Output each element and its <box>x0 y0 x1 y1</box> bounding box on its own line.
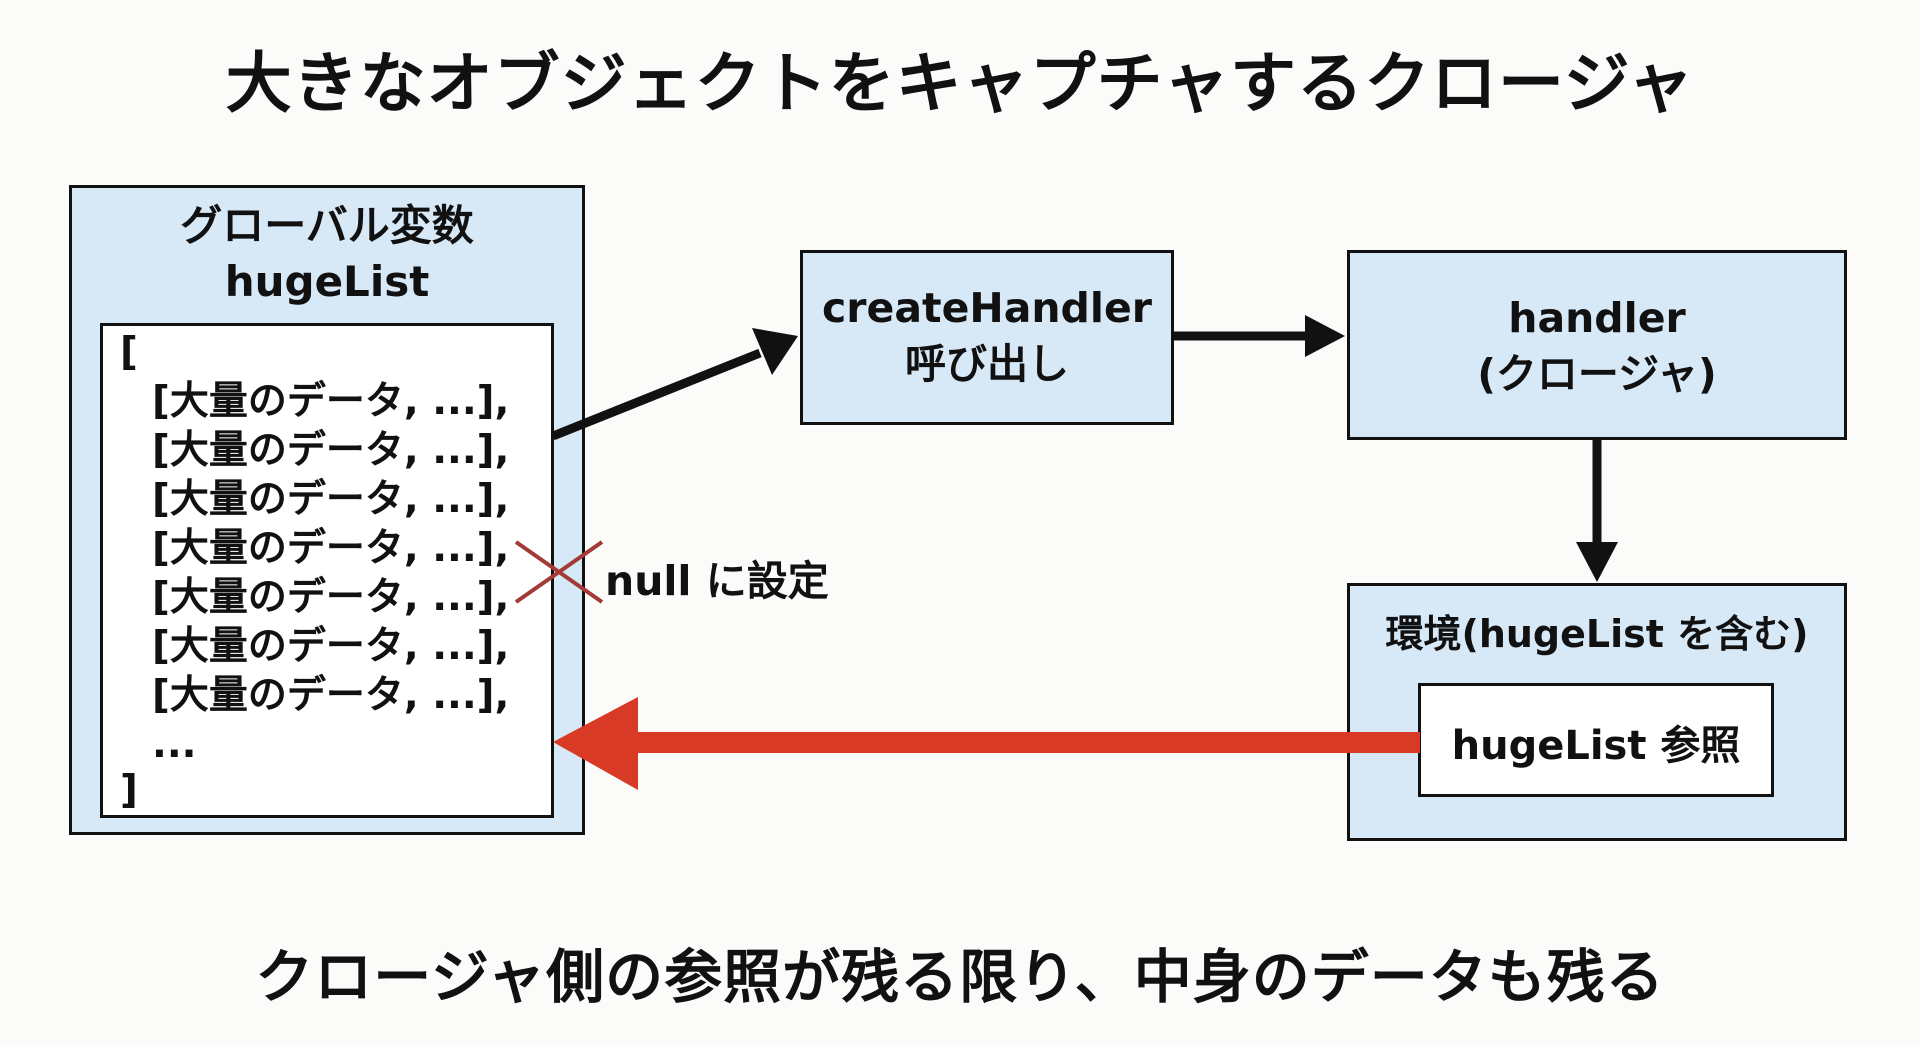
list-item: [大量のデータ, ...], <box>152 575 510 620</box>
huge-list-reference-label: hugeList 参照 <box>1451 723 1741 769</box>
global-variable-heading: グローバル変数 hugeList <box>69 198 585 310</box>
create-handler-box <box>800 250 1174 425</box>
handler-box <box>1347 250 1847 440</box>
list-item: [大量のデータ, ...], <box>152 428 510 473</box>
handler-name: handler <box>1508 294 1686 342</box>
list-item: [大量のデータ, ...], <box>152 477 510 522</box>
huge-list-reference-box <box>1418 683 1774 797</box>
arrow-global-to-create-handler <box>551 328 798 441</box>
diagram-caption: クロージャ側の参照が残る限り、中身のデータも残る <box>255 943 1665 1011</box>
create-handler-action: 呼び出し <box>905 340 1069 388</box>
list-ellipsis: ... <box>152 722 197 767</box>
arrow-reference-to-huge-list <box>553 697 1420 790</box>
handler-kind: (クロージャ) <box>1477 350 1717 398</box>
create-handler-label: createHandler 呼び出し <box>800 280 1174 392</box>
huge-list-contents-box <box>100 323 554 818</box>
handler-label: handler (クロージャ) <box>1347 290 1847 402</box>
list-item: [大量のデータ, ...], <box>152 624 510 669</box>
diagram-title: 大きなオブジェクトをキャプチャするクロージャ <box>225 45 1695 122</box>
global-variable-name: hugeList <box>224 257 430 306</box>
arrow-handler-to-environment <box>1576 440 1618 582</box>
list-item: [大量のデータ, ...], <box>152 379 510 424</box>
list-bracket-close: ] <box>120 768 138 813</box>
list-bracket-open: [ <box>120 330 138 375</box>
list-item: [大量のデータ, ...], <box>152 526 510 571</box>
global-variable-label: グローバル変数 <box>180 201 474 250</box>
null-assignment-label: null に設定 <box>605 557 829 605</box>
list-item: [大量のデータ, ...], <box>152 673 510 718</box>
environment-title: 環境(hugeList を含む) <box>1385 612 1809 656</box>
create-handler-name: createHandler <box>821 284 1152 332</box>
list-items: [大量のデータ, ...], [大量のデータ, ...], [大量のデータ, .… <box>152 377 509 720</box>
arrow-create-handler-to-handler <box>1174 315 1345 357</box>
